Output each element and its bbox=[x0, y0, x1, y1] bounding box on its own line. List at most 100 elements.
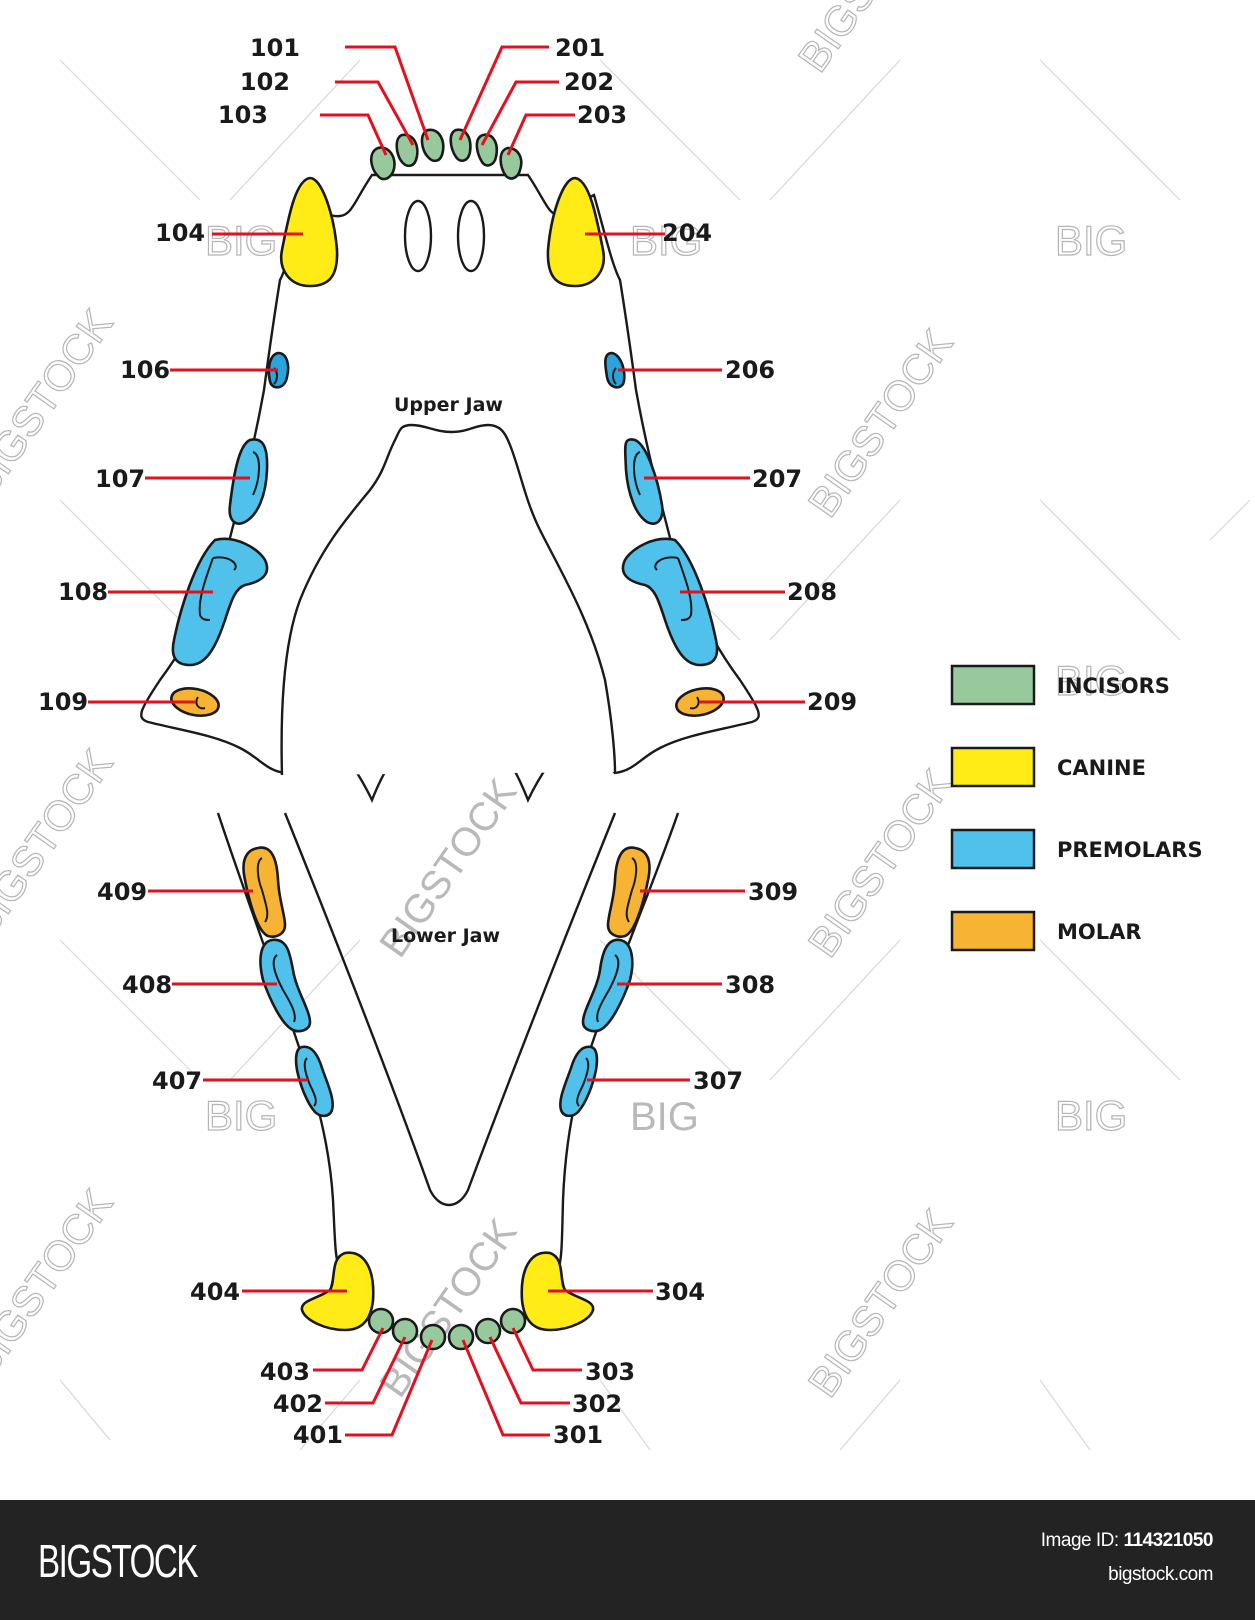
tooth-409[interactable] bbox=[242, 846, 287, 938]
incisive-foramen-left bbox=[403, 199, 433, 273]
leader-line-202 bbox=[480, 80, 559, 146]
leader-line-203 bbox=[506, 113, 575, 156]
site-link[interactable]: bigstock.com bbox=[1108, 1564, 1213, 1585]
leader-line-301 bbox=[461, 1339, 550, 1437]
upper-jaw bbox=[140, 173, 760, 803]
tooth-104[interactable] bbox=[279, 176, 339, 288]
legend-label-premolars: PREMOLARS bbox=[1057, 838, 1203, 862]
tooth-202[interactable] bbox=[475, 133, 499, 167]
tooth-label-106: 106 bbox=[120, 356, 170, 384]
legend-label-canine: CANINE bbox=[1057, 756, 1146, 780]
tooth-301[interactable] bbox=[447, 1323, 475, 1351]
incisive-foramen-right bbox=[456, 199, 486, 273]
tooth-label-107: 107 bbox=[95, 465, 145, 493]
legend-swatch-molar bbox=[950, 910, 1036, 952]
legend-swatch-canine bbox=[950, 746, 1036, 788]
tooth-201[interactable] bbox=[449, 128, 472, 162]
tooth-label-108: 108 bbox=[58, 578, 108, 606]
svg-text:BIGSTOCK: BIGSTOCK bbox=[0, 741, 121, 945]
tooth-108[interactable] bbox=[171, 537, 269, 667]
upper-palate-inner bbox=[280, 423, 617, 776]
tooth-label-302: 302 bbox=[572, 1390, 622, 1418]
tooth-grooves bbox=[195, 367, 700, 1107]
tooth-label-109: 109 bbox=[38, 688, 88, 716]
upper-jaw-title: Upper Jaw bbox=[394, 394, 503, 416]
svg-text:BIGSTOCK: BIGSTOCK bbox=[0, 1181, 121, 1385]
tooth-103[interactable] bbox=[369, 146, 396, 181]
tooth-label-408: 408 bbox=[122, 971, 172, 999]
tooth-label-203: 203 bbox=[577, 101, 627, 129]
tooth-label-304: 304 bbox=[655, 1278, 705, 1306]
tooth-label-301: 301 bbox=[553, 1421, 603, 1449]
tooth-106[interactable] bbox=[267, 351, 290, 389]
bigstock-logo[interactable]: BIGSTOCK bbox=[38, 1535, 198, 1587]
tooth-label-404: 404 bbox=[190, 1278, 240, 1306]
svg-text:BIGSTOCK: BIGSTOCK bbox=[799, 321, 962, 525]
tooth-102[interactable] bbox=[395, 133, 419, 168]
tooth-label-206: 206 bbox=[725, 356, 775, 384]
tooth-302[interactable] bbox=[474, 1317, 502, 1345]
tooth-label-308: 308 bbox=[725, 971, 775, 999]
tooth-203[interactable] bbox=[499, 146, 523, 180]
legend-label-molar: MOLAR bbox=[1057, 920, 1142, 944]
svg-text:BIGSTOCK: BIGSTOCK bbox=[789, 0, 952, 80]
tooth-label-307: 307 bbox=[693, 1067, 743, 1095]
leader-line-403 bbox=[313, 1327, 385, 1372]
tooth-label-102: 102 bbox=[240, 68, 290, 96]
leader-lines bbox=[88, 45, 805, 1437]
tooth-label-403: 403 bbox=[260, 1358, 310, 1386]
legend-swatch-premolars bbox=[950, 828, 1036, 870]
tooth-label-202: 202 bbox=[564, 68, 614, 96]
tooth-label-208: 208 bbox=[787, 578, 837, 606]
tooth-401[interactable] bbox=[419, 1323, 447, 1351]
tooth-309[interactable] bbox=[606, 846, 651, 938]
legend-item-incisors: INCISORS bbox=[950, 664, 1170, 706]
svg-text:BIG: BIG bbox=[205, 1092, 277, 1139]
tooth-303[interactable] bbox=[499, 1307, 527, 1335]
leader-line-401 bbox=[345, 1339, 434, 1437]
tooth-label-103: 103 bbox=[218, 101, 268, 129]
tooth-label-104: 104 bbox=[155, 219, 205, 247]
leader-line-302 bbox=[488, 1336, 570, 1405]
tooth-labels: 101 102 103 201 202 203 104 204 106 206 107 207 108 2… bbox=[38, 34, 857, 1449]
watermark-lines bbox=[59, 59, 1251, 1451]
tooth-label-303: 303 bbox=[585, 1358, 635, 1386]
tooth-label-101: 101 bbox=[250, 34, 300, 62]
svg-text:BIG: BIG bbox=[1055, 657, 1127, 704]
svg-text:BIG: BIG bbox=[1055, 1092, 1127, 1139]
legend: INCISORS CANINE PREMOLARS MOLAR bbox=[950, 664, 1203, 952]
lower-jaw-title: Lower Jaw bbox=[391, 925, 500, 947]
tooth-402[interactable] bbox=[391, 1317, 419, 1345]
teeth bbox=[170, 128, 725, 1351]
legend-swatch-incisors bbox=[950, 664, 1036, 706]
svg-text:BIG: BIG bbox=[630, 217, 702, 264]
tooth-label-407: 407 bbox=[152, 1067, 202, 1095]
leader-line-101 bbox=[345, 45, 430, 141]
image-id: Image ID: 114321050 bbox=[1041, 1530, 1214, 1552]
legend-item-premolars: PREMOLARS bbox=[950, 828, 1203, 870]
leader-line-201 bbox=[458, 45, 549, 141]
svg-text:BIG: BIG bbox=[205, 217, 277, 264]
svg-text:BIGSTOCK: BIGSTOCK bbox=[799, 761, 962, 965]
legend-label-incisors: INCISORS bbox=[1057, 674, 1170, 698]
lower-jaw-inner-v bbox=[283, 812, 617, 1207]
tooth-label-401: 401 bbox=[293, 1421, 343, 1449]
tooth-label-201: 201 bbox=[555, 34, 605, 62]
tooth-label-402: 402 bbox=[273, 1390, 323, 1418]
tooth-label-409: 409 bbox=[97, 878, 147, 906]
svg-text:BIGSTOCK: BIGSTOCK bbox=[371, 1211, 525, 1405]
legend-item-molar: MOLAR bbox=[950, 910, 1142, 952]
leader-line-402 bbox=[325, 1336, 407, 1405]
svg-text:BIGSTOCK: BIGSTOCK bbox=[799, 1201, 962, 1405]
leader-line-102 bbox=[335, 80, 415, 146]
tooth-label-207: 207 bbox=[752, 465, 802, 493]
image-id-value: 114321050 bbox=[1123, 1530, 1213, 1551]
tooth-308[interactable] bbox=[581, 938, 634, 1033]
tooth-204[interactable] bbox=[546, 176, 606, 288]
legend-item-canine: CANINE bbox=[950, 746, 1146, 788]
tooth-208[interactable] bbox=[621, 537, 719, 667]
leader-line-103 bbox=[320, 113, 388, 156]
dental-chart-diagram: BIG BIG BIG BIG BIG BIG BIG BIG BIG BIGS… bbox=[0, 0, 1251, 1451]
tooth-label-204: 204 bbox=[662, 219, 712, 247]
svg-text:BIG: BIG bbox=[1055, 217, 1127, 264]
